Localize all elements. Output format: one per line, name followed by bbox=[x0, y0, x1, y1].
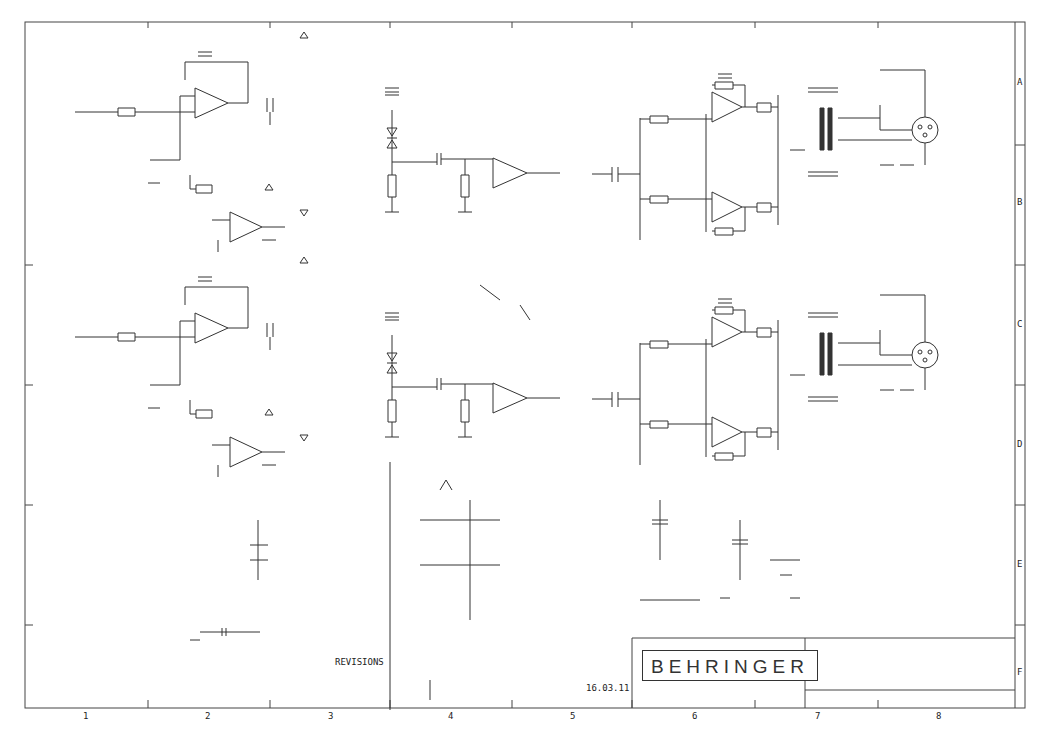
grid-reference: 1 bbox=[83, 712, 88, 721]
grid-reference: 2 bbox=[205, 712, 210, 721]
grid-reference: 5 bbox=[570, 712, 575, 721]
date-label: 16.03.11 bbox=[586, 684, 629, 693]
grid-reference: 8 bbox=[936, 712, 941, 721]
brand-logo: BEHRINGER bbox=[651, 657, 809, 676]
grid-reference: E bbox=[1017, 560, 1022, 569]
logo-box: BEHRINGER bbox=[642, 650, 818, 681]
grid-reference: F bbox=[1017, 668, 1022, 677]
revision-heading: REVISIONS bbox=[335, 658, 384, 667]
grid-reference: 7 bbox=[815, 712, 820, 721]
grid-reference: B bbox=[1017, 198, 1022, 207]
frame-ticks bbox=[25, 22, 1025, 708]
grid-reference: 3 bbox=[328, 712, 333, 721]
wire bbox=[190, 285, 800, 710]
channel-two bbox=[75, 257, 938, 477]
grid-reference: C bbox=[1017, 320, 1022, 329]
grid-reference: 6 bbox=[692, 712, 697, 721]
grid-reference: A bbox=[1017, 78, 1022, 87]
grid-reference: 4 bbox=[448, 712, 453, 721]
grid-reference: D bbox=[1017, 440, 1022, 449]
title-block bbox=[632, 638, 1015, 708]
channel-one bbox=[75, 32, 938, 252]
sheet-frame bbox=[25, 22, 1025, 708]
